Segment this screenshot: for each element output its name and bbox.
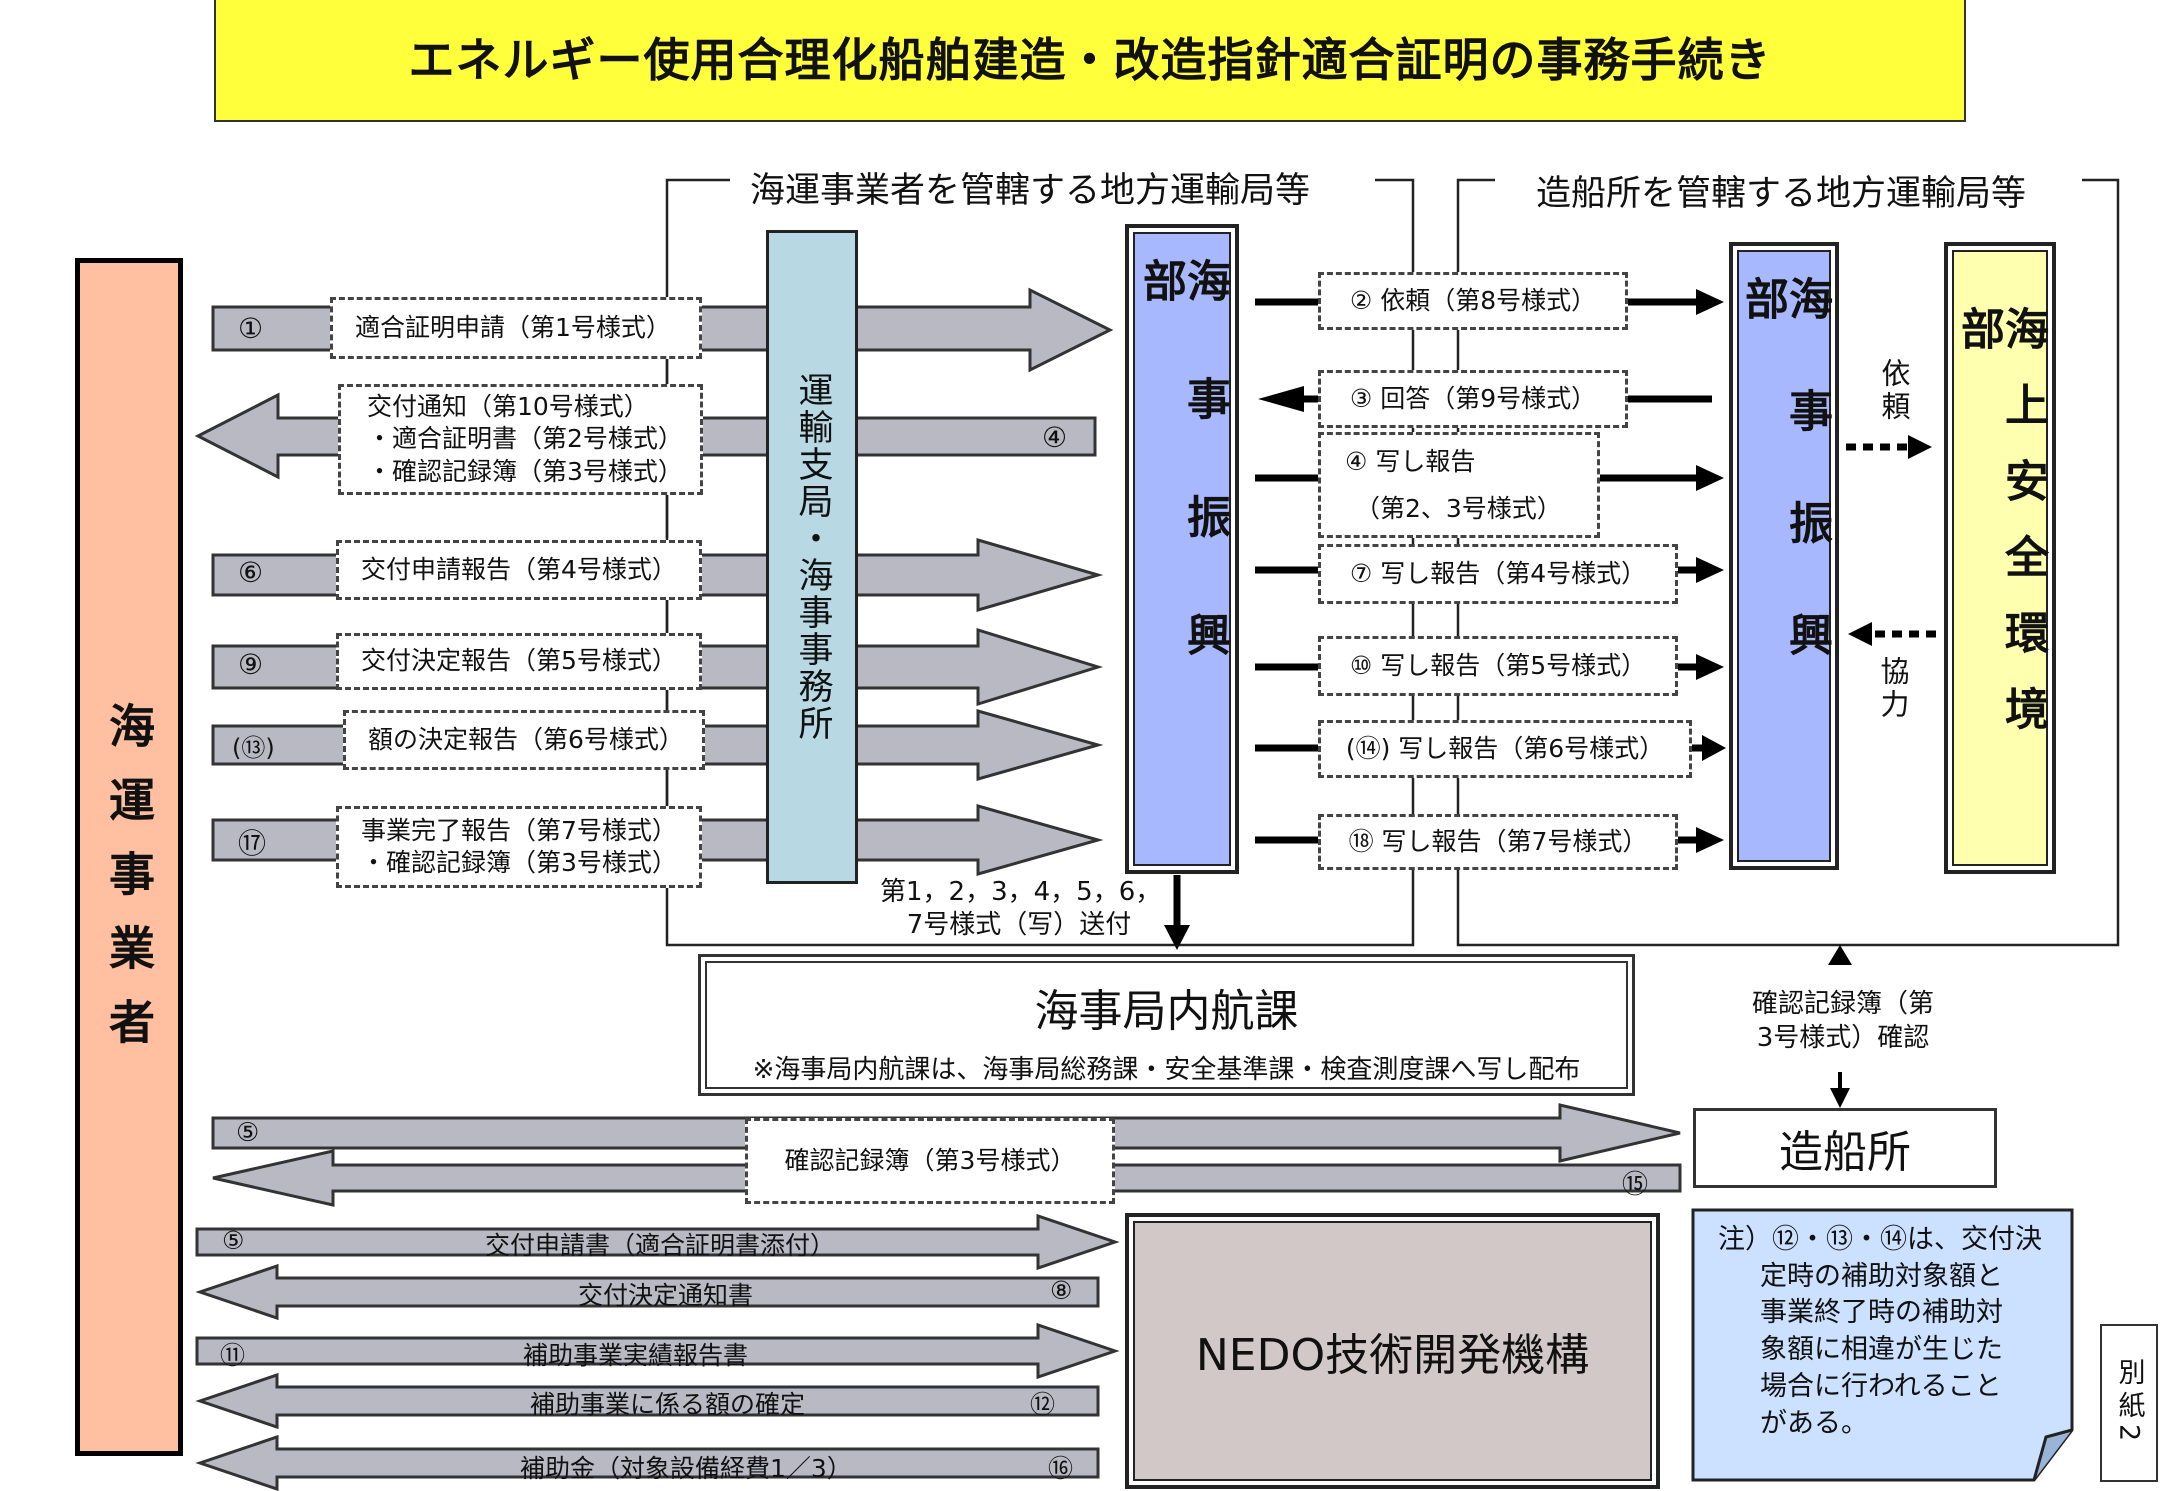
send-note-line-2: 7号様式（写）送付 — [906, 909, 1132, 940]
nedo-flow-16-label: 補助金（対象設備経費1／3） — [520, 1454, 852, 1483]
flow-label-13: 額の決定報告（第6号様式） — [343, 710, 705, 770]
flow-label-2-line: ② 依頼（第8号様式） — [1349, 285, 1597, 315]
flow-label-9-line: 交付決定報告（第5号様式） — [361, 646, 677, 676]
record-book-label: 確認記録簿（第3号様式） — [745, 1118, 1115, 1204]
flow-label-4r-line-2: （第2、3号様式） — [1355, 494, 1562, 523]
send-note-line-1: 第1，2，3，4，5，6， — [880, 877, 1162, 907]
flow-label-7-line: ⑦ 写し報告（第4号様式） — [1349, 558, 1647, 588]
arrow-nedo-11 — [195, 1322, 1120, 1380]
flow-label-3-line: ③ 回答（第9号様式） — [1349, 383, 1597, 413]
footnote-text: 注）⑫・⑬・⑭は、交付決 定時の補助対象額と 事業終了時の補助対 象額に相違が生… — [1718, 1222, 2042, 1442]
record-book-num-15: ⑮ — [1622, 1170, 1649, 1200]
nedo-flow-16-num: ⑯ — [1048, 1454, 1074, 1483]
nedo-label: NEDO技術開発機構 — [1195, 1330, 1590, 1381]
footnote-line-4: 象額に相違が生じた — [1760, 1334, 2003, 1366]
flow-label-9: 交付決定報告（第5号様式） — [336, 633, 702, 690]
promo-left-box: 海事振興部 — [1125, 224, 1239, 874]
local-office-box: 運輸支局・海事事務所 — [766, 230, 858, 884]
confirm-note: 確認記録簿（第 3号様式）確認 — [1752, 988, 1935, 1056]
nedo-flow-11-num: ⑪ — [220, 1341, 246, 1370]
flow-label-10: ⑩ 写し報告（第5号様式） — [1318, 636, 1678, 696]
flow-label-13-line: 額の決定報告（第6号様式） — [368, 724, 684, 754]
section-header-left: 海運事業者を管轄する地方運輸局等 — [742, 162, 1319, 213]
flow-label-4-line-3: ・確認記録簿（第3号様式） — [367, 456, 683, 486]
record-book-text: 確認記録簿（第3号様式） — [784, 1145, 1076, 1175]
flow-label-2: ② 依頼（第8号様式） — [1318, 272, 1628, 330]
flow-label-1-line: 適合証明申請（第1号様式） — [355, 312, 671, 342]
flow-label-14-line: (⑭) 写し報告（第6号様式） — [1345, 733, 1665, 763]
flow-label-4-line-1: 交付通知（第10号様式） — [367, 391, 649, 421]
side-tag-label: 別紙2 — [2113, 1358, 2145, 1448]
shipping-operator-label: 海運事業者 — [102, 702, 156, 1072]
footnote-page — [1691, 1208, 2074, 1482]
naikou-note: ※海事局内航課は、海事局総務課・安全基準課・検査測度課へ写し配布 — [752, 1055, 1581, 1085]
flow-label-7: ⑦ 写し報告（第4号様式） — [1318, 544, 1678, 604]
kyoryoku-label: 協力 — [1876, 656, 1910, 722]
flow-number-4: ④ — [1042, 421, 1068, 454]
bracket-right — [1456, 178, 2120, 947]
footnote-line-2: 定時の補助対象額と — [1760, 1260, 2003, 1292]
shipyard-label: 造船所 — [1779, 1127, 1911, 1178]
section-header-right: 造船所を管轄する地方運輸局等 — [1528, 165, 2035, 216]
flow-label-17-line-2: ・確認記録簿（第3号様式） — [361, 848, 677, 877]
footnote-line-5: 場合に行われること — [1760, 1370, 2002, 1402]
flow-label-6-line: 交付申請報告（第4号様式） — [361, 554, 677, 584]
irai-label: 依頼 — [1877, 358, 1911, 424]
shipyard-box: 造船所 — [1693, 1108, 1997, 1188]
flow-label-4-line-2: ・適合証明書（第2号様式） — [367, 424, 683, 454]
footnote-line-6: がある。 — [1760, 1407, 1868, 1439]
flow-number-6: ⑥ — [238, 556, 264, 589]
confirm-note-line-1: 確認記録簿（第 — [1752, 989, 1935, 1019]
local-office-label: 運輸支局・海事事務所 — [792, 372, 833, 742]
arrow-nedo-16 — [195, 1434, 1100, 1491]
flow-label-1: 適合証明申請（第1号様式） — [330, 297, 702, 359]
flow-label-4r-line-1: ④ 写し報告 — [1345, 446, 1476, 476]
promo-left-label: 海事振興部 — [1135, 258, 1230, 730]
arrow-nedo-8 — [195, 1263, 1100, 1321]
nedo-flow-8-num: ⑧ — [1050, 1276, 1073, 1305]
flow-label-18: ⑱ 写し報告（第7号様式） — [1318, 814, 1678, 870]
confirm-note-line-2: 3号様式）確認 — [1756, 1022, 1930, 1053]
safety-dept-label: 海上安全環境部 — [1953, 306, 2048, 762]
flow-label-3: ③ 回答（第9号様式） — [1318, 370, 1628, 428]
flow-label-14: (⑭) 写し報告（第6号様式） — [1318, 720, 1692, 778]
flow-number-1: ① — [238, 312, 264, 345]
promo-right-label: 海事振興部 — [1737, 276, 1832, 724]
nedo-flow-12-label: 補助事業に係る額の確定 — [530, 1390, 806, 1419]
naikou-title: 海事局内航課 — [1034, 986, 1299, 1037]
record-book-num-5: ⑤ — [236, 1118, 260, 1148]
flow-label-6: 交付申請報告（第4号様式） — [336, 540, 702, 600]
flow-number-17: ⑰ — [238, 827, 267, 860]
flow-number-13: (⑬) — [232, 734, 275, 762]
nedo-flow-5-label: 交付申請書（適合証明書添付） — [485, 1231, 836, 1260]
arrow-nedo-12 — [195, 1372, 1100, 1430]
flow-label-18-line: ⑱ 写し報告（第7号様式） — [1348, 826, 1648, 856]
flow-label-17: 事業完了報告（第7号様式） ・確認記録簿（第3号様式） — [336, 806, 702, 888]
nedo-box: NEDO技術開発機構 — [1125, 1213, 1660, 1489]
footnote-line-1: 注）⑫・⑬・⑭は、交付決 — [1718, 1224, 2042, 1255]
promo-right-box: 海事振興部 — [1729, 242, 1839, 870]
flow-label-4: 交付通知（第10号様式） ・適合証明書（第2号様式） ・確認記録簿（第3号様式） — [338, 384, 703, 495]
bracket-left — [665, 178, 1415, 947]
footnote-line-3: 事業終了時の補助対 — [1760, 1297, 2003, 1329]
flow-label-10-line: ⑩ 写し報告（第5号様式） — [1349, 650, 1647, 680]
shipping-operator-box: 海運事業者 — [75, 258, 183, 1456]
nedo-flow-8-label: 交付決定通知書 — [578, 1281, 754, 1310]
send-note: 第1，2，3，4，5，6， 7号様式（写）送付 — [880, 876, 1161, 941]
naikou-box: 海事局内航課 ※海事局内航課は、海事局総務課・安全基準課・検査測度課へ写し配布 — [698, 954, 1635, 1096]
page-title: エネルギー使用合理化船舶建造・改造指針適合証明の事務手続き — [214, 0, 1966, 122]
nedo-flow-12-num: ⑫ — [1030, 1390, 1056, 1419]
nedo-flow-5-num: ⑤ — [222, 1226, 245, 1255]
flow-label-17-line-1: 事業完了報告（第7号様式） — [361, 815, 677, 845]
safety-dept-box: 海上安全環境部 — [1944, 242, 2056, 874]
arrow-nedo-5 — [195, 1213, 1120, 1271]
flow-label-4r: ④ 写し報告 （第2、3号様式） — [1318, 432, 1600, 538]
side-tag-box: 別紙2 — [2100, 1324, 2158, 1482]
flow-number-9: ⑨ — [238, 648, 264, 681]
nedo-flow-11-label: 補助事業実績報告書 — [523, 1341, 749, 1370]
